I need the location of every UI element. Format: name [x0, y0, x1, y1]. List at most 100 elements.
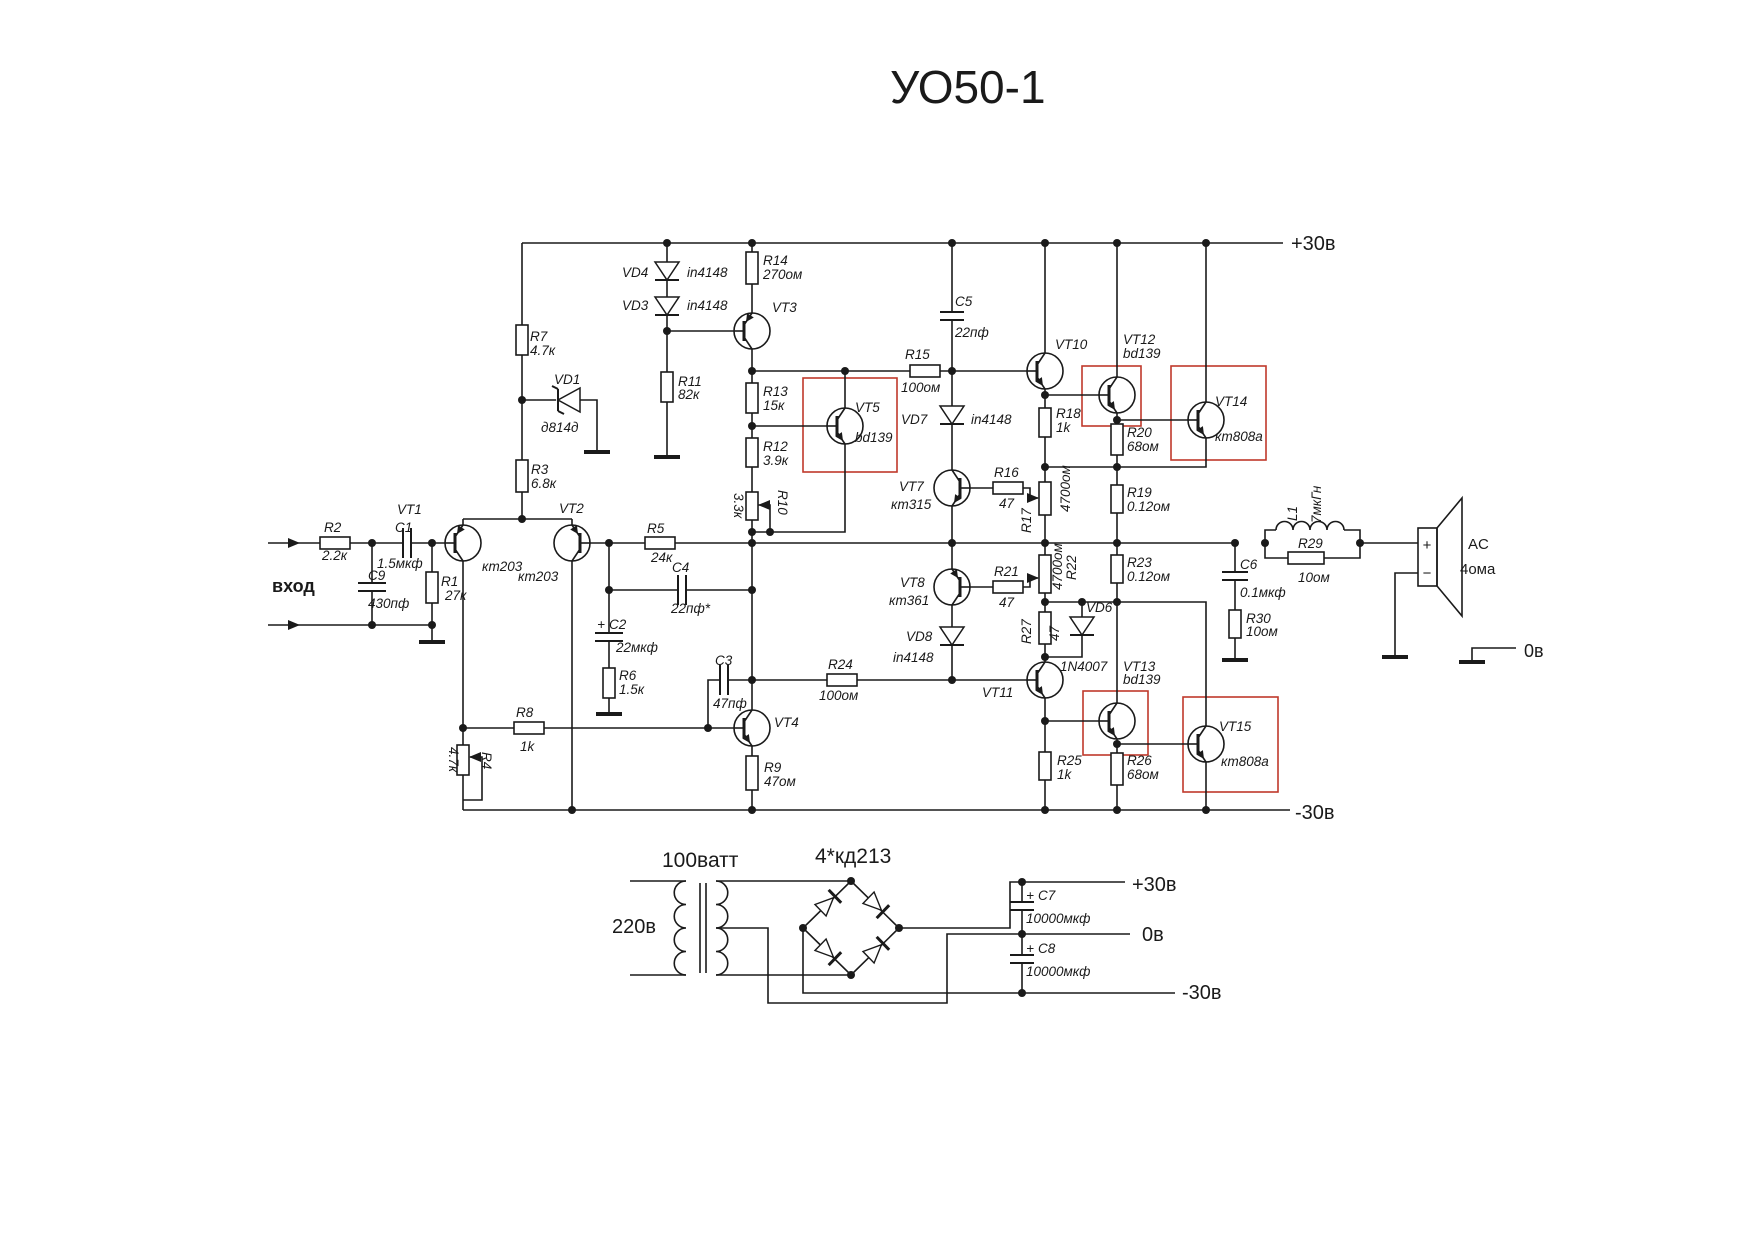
- label-components-C6-value: 0.1мкф: [1240, 585, 1286, 600]
- junction-dot: [428, 539, 436, 547]
- label-components-R18-value: 1k: [1056, 420, 1072, 435]
- label-components-R30-ref: R30: [1246, 611, 1271, 626]
- resistor-R8: [513, 721, 545, 735]
- transformer-primary-winding: [673, 880, 687, 976]
- label-components-R25-ref: R25: [1057, 753, 1082, 768]
- arrow-icon: [758, 500, 770, 510]
- resistor-R18: [1038, 407, 1052, 438]
- junction-dot: [1113, 463, 1121, 471]
- junction-dot: [1113, 416, 1121, 424]
- junction-dot: [605, 586, 613, 594]
- label-components-C7-value: 10000мкф: [1026, 911, 1090, 926]
- wire: [1045, 635, 1083, 658]
- label-components-R17-value: 4700ом: [1058, 465, 1073, 512]
- label-components-C2-ref: C2: [609, 617, 627, 632]
- resistor-R12: [745, 437, 759, 468]
- label-components-C2-plus: +: [597, 617, 605, 632]
- junction-dot: [948, 367, 956, 375]
- label-components-VT1-value: кт203: [482, 559, 523, 574]
- junction-dot: [1041, 717, 1049, 725]
- resistor-R7: [515, 324, 529, 356]
- label-components-VD3-ref: VD3: [622, 298, 649, 313]
- junction-dot: [518, 396, 526, 404]
- wire: [1344, 529, 1361, 543]
- junction-dot: [1113, 806, 1121, 814]
- junction-dot: [1231, 539, 1239, 547]
- resistor-R29: [1287, 551, 1325, 565]
- label-components-C5-value: 22пф: [954, 325, 989, 340]
- label-components-R12-ref: R12: [763, 439, 788, 454]
- resistor-R11: [660, 371, 674, 403]
- transistor-VT3: [743, 336, 753, 350]
- emitter-arrow-icon: [1196, 426, 1204, 435]
- junction-dot: [568, 806, 576, 814]
- label-components-VT7-value: кт315: [891, 497, 932, 512]
- junction-dot: [518, 515, 526, 523]
- bridge-diode: [875, 935, 891, 951]
- label-components-R27-value: 47: [1047, 625, 1062, 641]
- wire: [1264, 529, 1276, 543]
- label-components-VT13-value: bd139: [1123, 672, 1161, 687]
- resistor-R14: [745, 251, 759, 285]
- label-components-VT8-value: кт361: [889, 593, 929, 608]
- label-components-VD4-value: in4148: [687, 265, 728, 280]
- label-components-VD4-ref: VD4: [622, 265, 648, 280]
- label-components-R23-ref: R23: [1127, 555, 1152, 570]
- bridge-diode: [875, 904, 891, 920]
- label-components-VD8-value: in4148: [893, 650, 934, 665]
- label-components-C3-value: 47пф: [713, 696, 747, 711]
- label-components-R2-value: 2.2к: [321, 548, 348, 563]
- junction-dot: [1041, 463, 1049, 471]
- resistor-R26: [1110, 752, 1124, 786]
- emitter-arrow-icon: [950, 569, 958, 578]
- label-components-R8-ref: R8: [516, 705, 534, 720]
- diode-VD7: [938, 405, 966, 426]
- label-components-C9-ref: C9: [368, 568, 386, 583]
- label-components-C1-ref: C1: [395, 520, 412, 535]
- junction-dot: [748, 422, 756, 430]
- label-components-VT15-ref: VT15: [1219, 719, 1252, 734]
- label-components-R29-ref: R29: [1298, 536, 1323, 551]
- label-components-C7-ref: C7: [1038, 888, 1056, 903]
- label-components-C8-ref: C8: [1038, 941, 1056, 956]
- wire: [580, 399, 598, 450]
- junction-dot: [841, 367, 849, 375]
- label-components-VT15-value: кт808а: [1221, 754, 1269, 769]
- label-components-R10-ref: R10: [775, 490, 790, 515]
- label-components-R14-ref: R14: [763, 253, 788, 268]
- label-psu-plus: +30в: [1132, 874, 1177, 896]
- resistor-R4: [456, 744, 470, 776]
- emitter-arrow-icon: [1107, 401, 1115, 410]
- junction-dot: [748, 806, 756, 814]
- junction-dot: [368, 539, 376, 547]
- label-components-R12-value: 3.9к: [763, 453, 789, 468]
- label-components-VT14-ref: VT14: [1215, 394, 1247, 409]
- wire: [1324, 543, 1361, 559]
- label-components-R19-ref: R19: [1127, 485, 1152, 500]
- junction-dot: [895, 924, 903, 932]
- resistor-R5: [644, 536, 676, 550]
- label-components-R3-value: 6.8к: [531, 476, 557, 491]
- transistor-VT2: [571, 548, 581, 562]
- label-speaker-name: AC: [1468, 536, 1489, 553]
- label-components-C2-value: 22мкф: [615, 640, 658, 655]
- emitter-arrow-icon: [746, 313, 754, 322]
- label-components-VT4-ref: VT4: [774, 715, 799, 730]
- wire: [899, 881, 1125, 929]
- label-components-VD3-value: in4148: [687, 298, 728, 313]
- label-components-VT5-value: bd139: [855, 430, 893, 445]
- label-components-R7-ref: R7: [530, 329, 548, 344]
- diode-VD1: [557, 410, 565, 415]
- label-rails-top: +30в: [1291, 233, 1336, 255]
- inductor-L1: [1275, 520, 1345, 531]
- label-psu-zero: 0в: [1142, 924, 1164, 946]
- arrow-icon: [1027, 573, 1039, 583]
- junction-dot: [368, 621, 376, 629]
- label-components-R3-ref: R3: [531, 462, 549, 477]
- diode-VD3: [653, 296, 681, 317]
- label-input_label: вход: [272, 576, 315, 596]
- junction-dot: [847, 971, 855, 979]
- junction-dot: [1078, 598, 1086, 606]
- label-psu-mains: 220в: [612, 916, 656, 938]
